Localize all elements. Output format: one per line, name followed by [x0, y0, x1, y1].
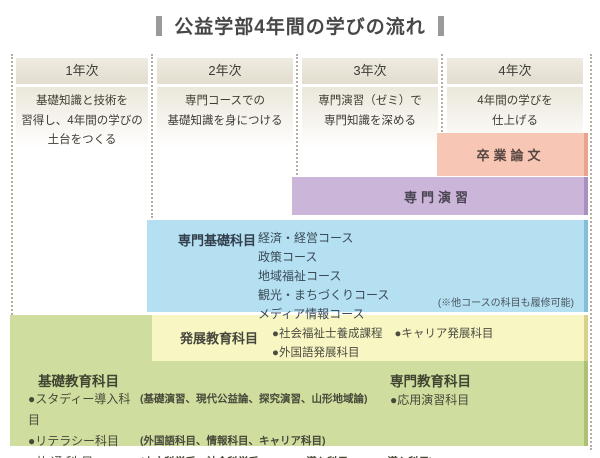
page-title: 公益学部4年間の学びの流れ — [174, 17, 426, 38]
specialized-education-label: 専門教育科目 — [390, 374, 471, 389]
specialized-basic-label: 専門基礎科目 — [178, 233, 257, 248]
page-title-row: 公益学部4年間の学びの流れ — [0, 12, 600, 39]
advanced-education-label: 発展教育科目 — [180, 331, 259, 346]
title-bar-right-icon — [437, 15, 444, 36]
year-header-1: 1年次 — [16, 58, 148, 84]
basic-education-subject-list: ●スタディー導入科目 (基礎演習、現代公益論、探究演習、山形地域論) ●リテラシ… — [28, 389, 433, 458]
subject-detail: (外国語科目、情報科目、キャリア科目) — [140, 435, 326, 447]
band-seminar: 専門演習 — [292, 177, 588, 215]
specialized-education-item: ●応用演習科目 — [390, 393, 470, 407]
course-item: 経済・経営コース — [258, 231, 354, 245]
advanced-item: ●キャリア発展科目 — [394, 328, 494, 340]
graduation-thesis-label: 卒業論文 — [476, 148, 545, 163]
advanced-education-row: ●社会福祉士養成課程 ●キャリア発展科目 — [272, 325, 493, 344]
dotted-separator-year3-4 — [441, 54, 443, 132]
band-advanced-education: 発展教育科目 ●社会福祉士養成課程 ●キャリア発展科目 ●外国語発展科目 — [152, 315, 588, 361]
course-item: 政策コース — [258, 250, 318, 264]
subject-detail: (人文科学系、社会科学系、STEAM導入科目、SDGs導入科目) — [140, 452, 433, 458]
dotted-separator-left — [11, 54, 13, 315]
subject-item: ●スタディー導入科目 — [28, 392, 131, 427]
dotted-separator-year1-2 — [151, 54, 153, 218]
advanced-education-row: ●外国語発展科目 — [272, 344, 493, 363]
advanced-education-item-list: ●社会福祉士養成課程 ●キャリア発展科目 ●外国語発展科目 — [272, 325, 493, 363]
year-header-4: 4年次 — [447, 58, 583, 84]
other-course-note: (※他コースの科目も履修可能) — [437, 298, 574, 309]
dotted-separator-year2-3 — [296, 54, 298, 175]
advanced-item: ●外国語発展科目 — [272, 347, 360, 359]
course-item: 観光・まちづくりコース — [258, 288, 390, 302]
year-description-1: 基礎知識と技術を 習得し、4年間の学びの 土台をつくる — [16, 87, 148, 175]
year-header-3: 3年次 — [302, 58, 438, 84]
dotted-separator-right — [590, 54, 592, 450]
year-description-2: 専門コースでの 基礎知識を身につける — [157, 87, 293, 175]
title-bar-left-icon — [156, 15, 163, 36]
year-header-2: 2年次 — [157, 58, 293, 84]
course-list: 経済・経営コース 政策コース 地域福祉コース 観光・まちづくりコース メディア情… — [258, 229, 389, 324]
subject-item: ●共 通 科 目 — [28, 452, 140, 458]
seminar-label: 専門演習 — [403, 189, 472, 205]
advanced-item: ●社会福祉士養成課程 — [272, 328, 383, 340]
subject-detail: (基礎演習、現代公益論、探究演習、山形地域論) — [140, 393, 368, 405]
subject-item: ●リテラシー科目 — [28, 434, 120, 448]
year-description-3: 専門演習（ゼミ）で 専門知識を深める — [302, 87, 438, 175]
course-item: 地域福祉コース — [258, 269, 342, 283]
band-graduation-thesis: 卒業論文 — [437, 133, 588, 176]
basic-education-label: 基礎教育科目 — [38, 374, 119, 389]
course-item: メディア情報コース — [258, 307, 365, 321]
band-specialized-basic: 専門基礎科目 経済・経営コース 政策コース 地域福祉コース 観光・まちづくりコー… — [147, 220, 588, 321]
